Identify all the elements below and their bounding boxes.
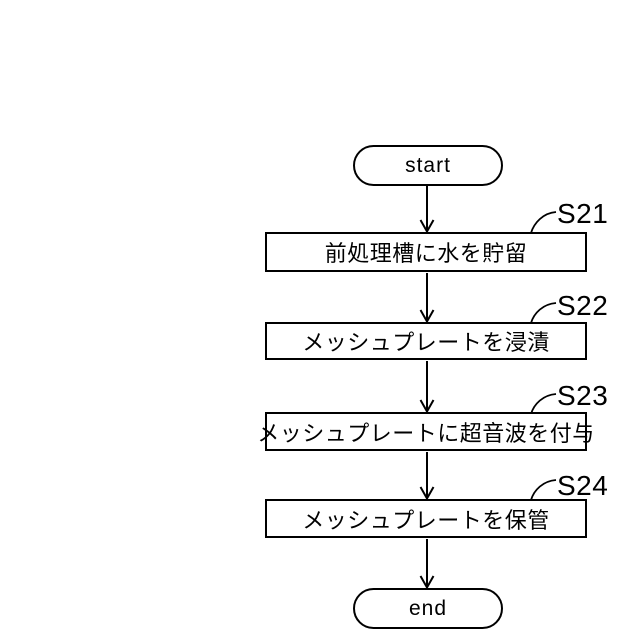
- arrowhead-icon: [419, 309, 435, 324]
- leader-line-s23: [530, 393, 557, 415]
- arrowhead-icon: [419, 399, 435, 414]
- start-label: start: [405, 153, 451, 177]
- end-terminator: end: [353, 588, 503, 629]
- arrowhead-icon: [419, 219, 435, 234]
- end-label: end: [408, 596, 448, 620]
- leader-line-s21: [530, 211, 557, 234]
- step-label-s22: S22: [557, 290, 609, 321]
- process-box-s23: メッシュプレートに超音波を付与: [257, 412, 594, 451]
- leader-line-s24: [530, 479, 557, 501]
- process-text: 前処理槽に水を貯留: [324, 241, 528, 266]
- start-terminator: start: [353, 145, 503, 186]
- process-text: メッシュプレートを保管: [302, 507, 550, 533]
- process-text: メッシュプレートに超音波を付与: [257, 420, 595, 446]
- process-box-s24: メッシュプレートを保管: [265, 499, 587, 538]
- arrowhead-icon: [419, 486, 435, 501]
- process-text: メッシュプレートを浸漬: [302, 330, 550, 355]
- process-box-s22: メッシュプレートを浸漬: [265, 322, 587, 360]
- leader-line-s22: [530, 302, 557, 324]
- process-box-s21: 前処理槽に水を貯留: [265, 232, 587, 272]
- step-label-s24: S24: [557, 470, 609, 501]
- step-label-s23: S23: [557, 380, 609, 411]
- arrowhead-icon: [419, 575, 435, 590]
- step-label-s21: S21: [557, 198, 609, 229]
